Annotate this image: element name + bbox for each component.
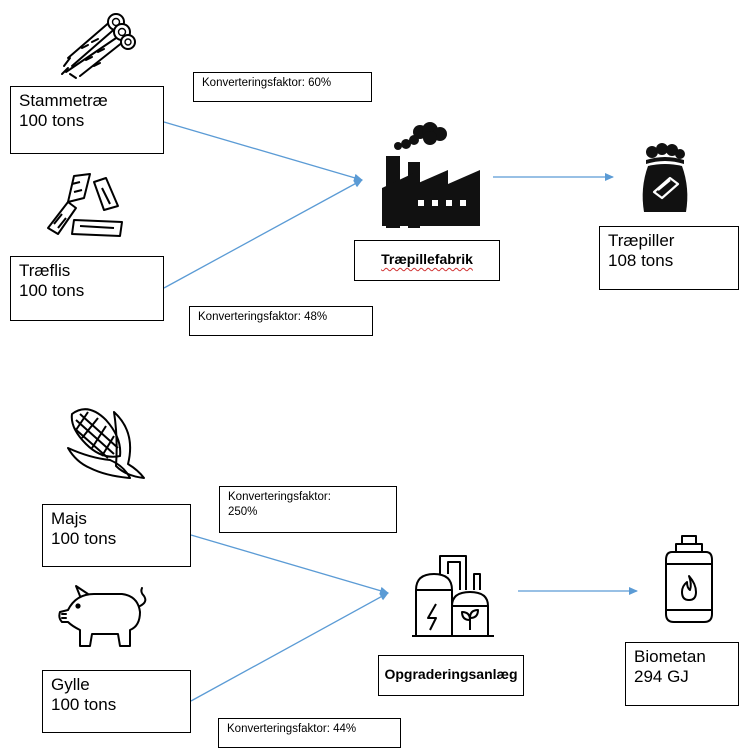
biogas-plant-icon [412,555,494,637]
source-name: Gylle [51,675,90,694]
pellet-bag-icon [642,143,688,212]
conversion-factor-note: Konverteringsfaktor: 250% [219,486,397,533]
arrow-majs-to-plant [190,534,389,595]
source-box-traeflis: Træflis 100 tons [10,256,164,321]
plant-label: Træpillefabrik [381,251,473,267]
source-amount: 100 tons [19,281,85,300]
conversion-factor-note: Konverteringsfaktor: 44% [218,718,401,748]
wood-chips-icon [47,173,123,237]
source-name: Majs [51,509,87,528]
plant-label-box: Opgraderingsanlæg [378,655,524,696]
source-amount: 100 tons [51,529,117,548]
conversion-factor-text: Konverteringsfaktor: 60% [202,77,332,89]
source-box-gylle: Gylle 100 tons [42,670,191,733]
source-amount: 100 tons [51,695,117,714]
corn-icon [67,408,145,479]
logs-icon [61,13,136,79]
arrow-gylle-to-plant [190,592,389,702]
conversion-factor-note: Konverteringsfaktor: 60% [193,72,372,102]
conversion-factor-text: Konverteringsfaktor: 48% [198,311,328,323]
pig-icon [58,585,147,647]
plant-label-box: Træpillefabrik [354,240,500,281]
conversion-factor-text: Konverteringsfaktor: [228,491,331,503]
arrow-stammetrae-to-factory [163,121,363,182]
conversion-factor-text: Konverteringsfaktor: 44% [227,723,357,735]
source-box-majs: Majs 100 tons [42,504,191,567]
conversion-factor-note: Konverteringsfaktor: 48% [189,306,373,336]
output-name: Træpiller [608,231,675,250]
source-amount: 100 tons [19,111,85,130]
arrow-traeflis-to-factory [163,179,363,289]
output-name: Biometan [634,647,706,666]
gas-cylinder-icon [665,535,713,623]
source-name: Træflis [19,261,71,280]
factory-icon [382,122,480,228]
source-name: Stammetræ [19,91,108,110]
source-box-stammetrae: Stammetræ 100 tons [10,86,164,154]
output-box-biometan: Biometan 294 GJ [625,642,739,706]
plant-label: Opgraderingsanlæg [384,666,518,682]
output-amount: 108 tons [608,251,674,270]
output-amount: 294 GJ [634,667,689,686]
conversion-factor-value: 250% [228,506,258,518]
output-box-traepiller: Træpiller 108 tons [599,226,739,290]
